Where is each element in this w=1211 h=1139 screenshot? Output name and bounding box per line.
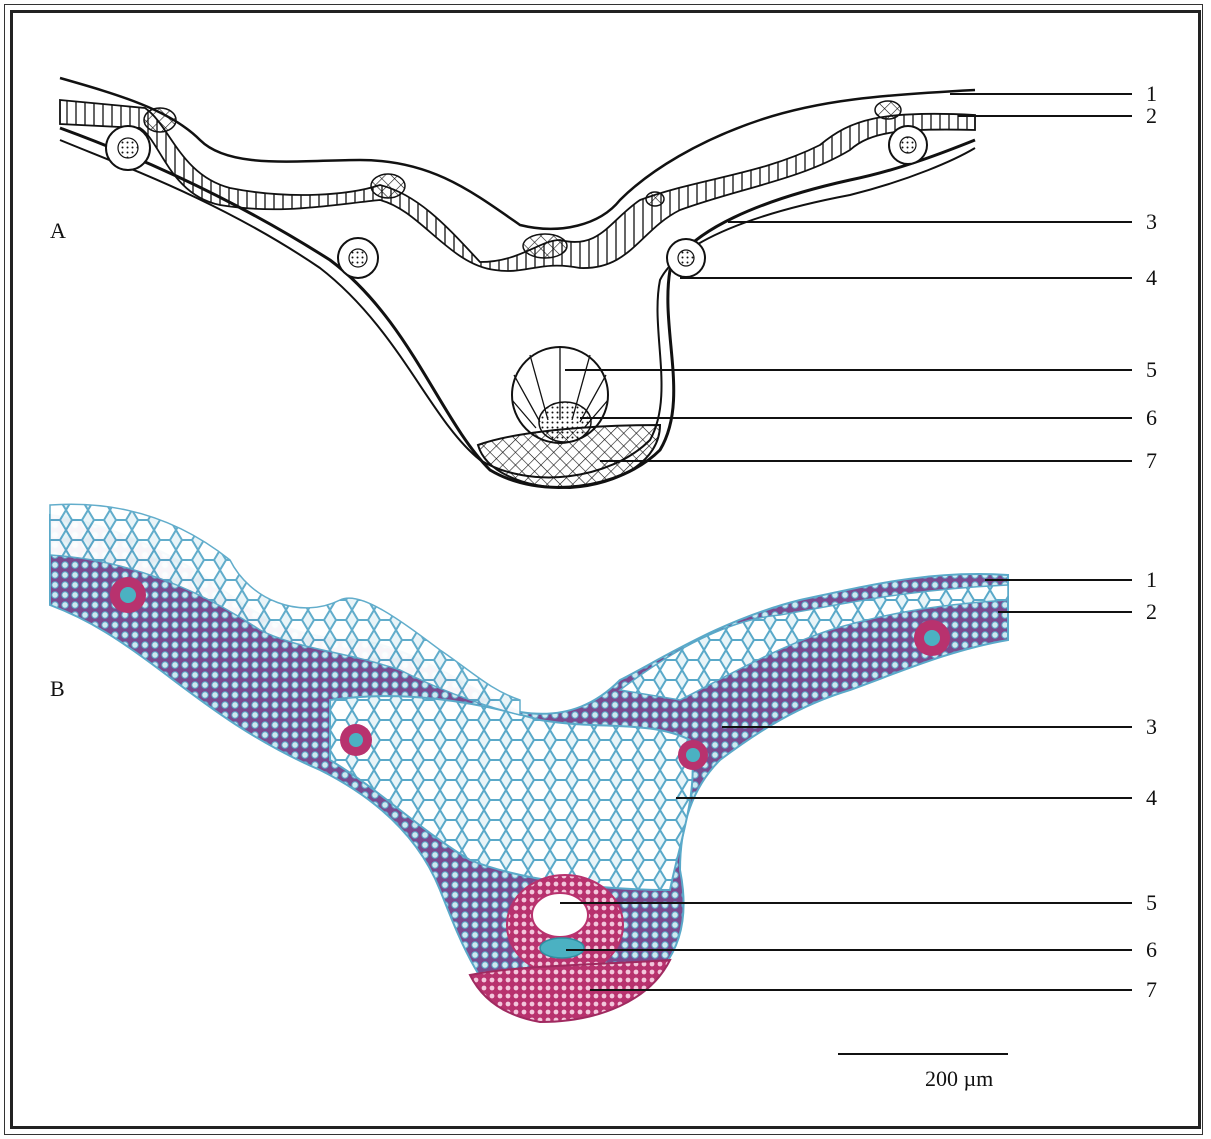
minor-bundle-b [914, 620, 950, 656]
minor-bundle [889, 126, 927, 164]
label-b-4: 4 [1146, 785, 1157, 810]
scale-bar: 200 µm [838, 1054, 1008, 1091]
minor-bundle-b [340, 724, 372, 756]
minor-bundle [106, 126, 150, 170]
label-a-4: 4 [1146, 265, 1157, 290]
xylem-b [532, 893, 588, 937]
panel-b-micrograph [50, 504, 1008, 1022]
label-b-5: 5 [1146, 890, 1157, 915]
minor-bundle-b [110, 577, 146, 613]
panel-a-drawing [60, 78, 975, 488]
label-b-6: 6 [1146, 937, 1157, 962]
label-b-3: 3 [1146, 714, 1157, 739]
sclerenchyma-strand [875, 101, 901, 119]
sclerenchyma-strand [646, 192, 664, 206]
palisade-band [60, 100, 975, 271]
minor-bundle [338, 238, 378, 278]
minor-bundle [667, 239, 705, 277]
label-b-7: 7 [1146, 977, 1157, 1002]
sclerenchyma-strand [371, 174, 405, 198]
panel-letter-a: A [50, 218, 66, 243]
label-a-6: 6 [1146, 405, 1157, 430]
label-b-1: 1 [1146, 567, 1157, 592]
label-a-3: 3 [1146, 209, 1157, 234]
phloem-b [540, 938, 584, 958]
minor-bundle-b [678, 740, 708, 770]
sclerenchyma-strand [523, 234, 567, 258]
label-a-5: 5 [1146, 357, 1157, 382]
panel-letter-b: B [50, 676, 65, 701]
label-b-2: 2 [1146, 599, 1157, 624]
label-a-7: 7 [1146, 448, 1157, 473]
scale-bar-label: 200 µm [925, 1066, 993, 1091]
sclerenchyma-strand [144, 108, 176, 132]
label-a-2: 2 [1146, 103, 1157, 128]
